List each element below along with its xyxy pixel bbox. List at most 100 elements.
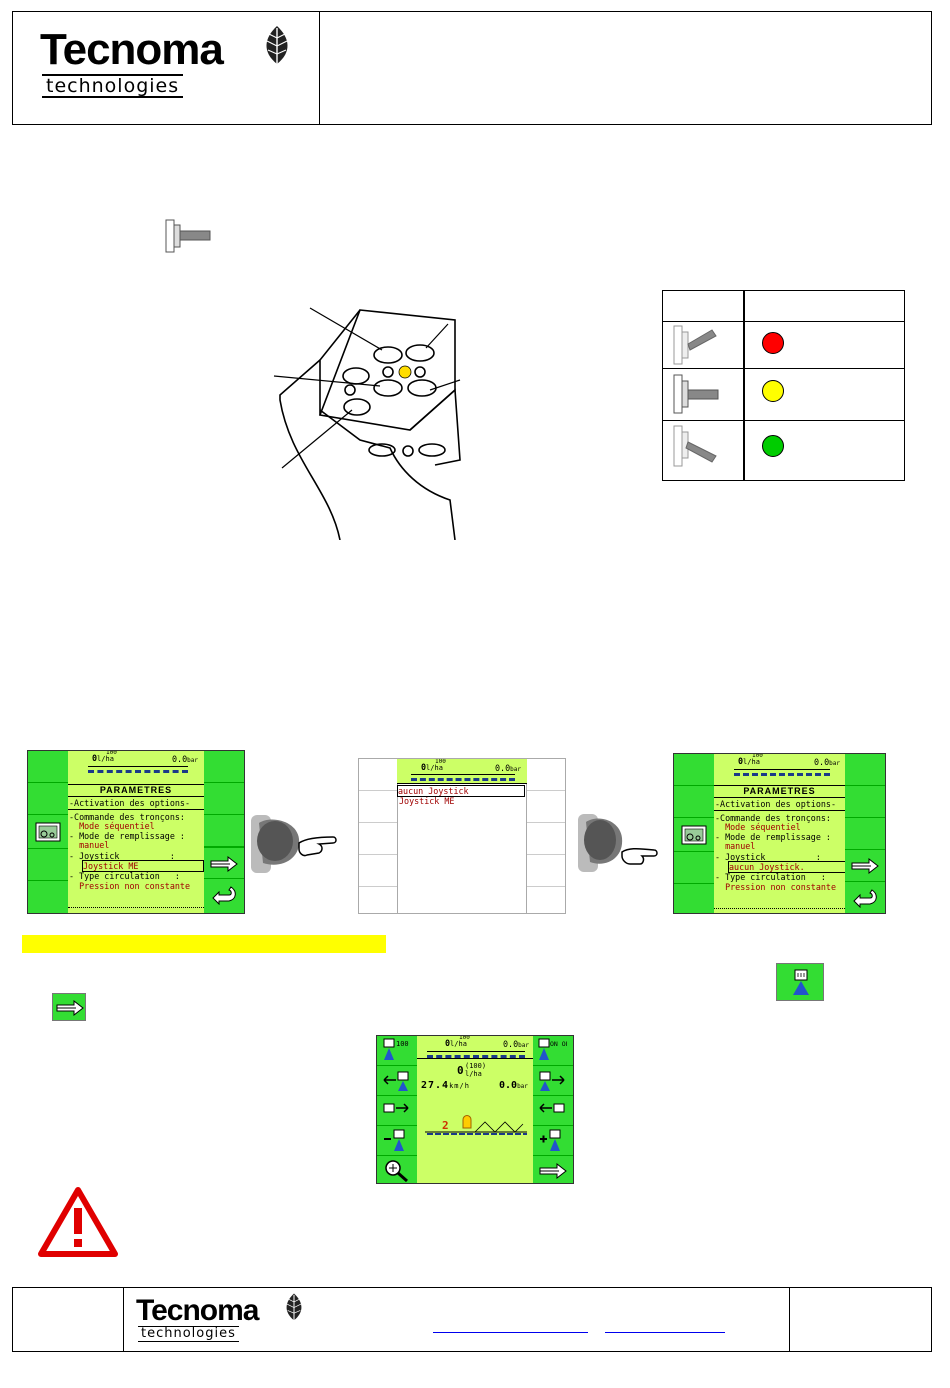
rate-minus-key[interactable] bbox=[377, 1126, 417, 1156]
rate-minus-icon bbox=[384, 1129, 405, 1151]
terminal-screen-options-2: 0l/ha 100 0.0bar PARAMETRES -Activation … bbox=[673, 753, 886, 914]
rate-target: 100 bbox=[435, 758, 446, 765]
tractor-settings-key[interactable] bbox=[28, 815, 68, 849]
nozzle-percent-icon: 100 % bbox=[383, 1038, 412, 1060]
top-rate-value: 0 bbox=[445, 1038, 451, 1048]
rate-unit: l/ha bbox=[743, 758, 760, 766]
legend-row-divider bbox=[662, 368, 905, 369]
joystick-press-hand-icon bbox=[251, 815, 337, 873]
speed-value: 27.4 bbox=[421, 1080, 450, 1091]
terminal-screen-joystick-list: 0l/ha 100 0.0bar aucun Joystick Joystick… bbox=[358, 758, 566, 914]
highlight-bar bbox=[22, 935, 386, 953]
boom-sections-bar bbox=[411, 774, 515, 781]
top-pressure-unit: bar bbox=[518, 1042, 529, 1049]
legend-col-divider bbox=[743, 290, 745, 481]
next-key[interactable] bbox=[204, 847, 244, 879]
option-line: -Commande des tronçons: bbox=[69, 812, 185, 822]
option-value: manuel bbox=[69, 840, 110, 850]
sections-right-close-key[interactable] bbox=[533, 1066, 573, 1096]
option-line: -Activation des options- bbox=[69, 798, 191, 808]
double-arrow-right-icon bbox=[851, 858, 879, 874]
footer-logo-subtitle: technologies bbox=[138, 1326, 239, 1342]
next-key-inline[interactable] bbox=[52, 993, 86, 1021]
nozzle-icon bbox=[793, 969, 809, 995]
joystick-option-none[interactable]: aucun Joystick bbox=[397, 785, 525, 797]
sections-left-open-key[interactable] bbox=[533, 1096, 573, 1126]
pressure-unit: bar bbox=[517, 1083, 528, 1090]
back-key[interactable] bbox=[204, 879, 244, 911]
section-right-arrow-icon bbox=[383, 1103, 409, 1113]
boom-sections-bar bbox=[88, 766, 188, 773]
top-rate-target: 100 bbox=[459, 1035, 470, 1041]
zoom-key[interactable] bbox=[377, 1156, 417, 1183]
screen-title: PARAMETRES bbox=[714, 785, 845, 798]
logo-subtitle: technologies bbox=[42, 74, 184, 98]
pressure-value: 0.0 bbox=[499, 1080, 518, 1091]
lever-neutral-icon bbox=[165, 219, 211, 253]
rate-unit: l/ha bbox=[465, 1070, 482, 1078]
rate-value: 0 bbox=[421, 762, 427, 772]
lever-legend-table bbox=[662, 290, 905, 481]
double-arrow-right-icon bbox=[210, 856, 238, 872]
rate-unit: l/ha bbox=[426, 764, 443, 772]
screen-title: PARAMETRES bbox=[68, 784, 204, 797]
lever-up-icon bbox=[673, 325, 717, 365]
tractor-settings-key[interactable] bbox=[674, 818, 714, 852]
option-value: Mode séquentiel bbox=[715, 822, 801, 832]
legend-row-divider bbox=[662, 420, 905, 421]
sections-right-open-key[interactable] bbox=[377, 1096, 417, 1126]
option-line: - Type circulation : bbox=[715, 872, 826, 882]
pressure-unit: bar bbox=[187, 757, 198, 764]
option-line: - Joystick : bbox=[715, 852, 821, 862]
status-dot-red-icon bbox=[762, 332, 784, 354]
option-line: - Joystick : bbox=[69, 851, 175, 861]
section-right-arrow-icon bbox=[539, 1071, 565, 1091]
logo-wordmark: Tecnoma bbox=[40, 25, 224, 74]
terminal-screen-options-1: 0l/ha 100 0.0bar PARAMETRES -Activation … bbox=[27, 750, 245, 914]
boom-diagram bbox=[425, 1115, 527, 1135]
next-key[interactable] bbox=[845, 850, 885, 882]
on-off-key[interactable]: ON OFF bbox=[533, 1036, 573, 1066]
pressure-value: 0.0 bbox=[814, 757, 830, 767]
section-left-arrow-icon bbox=[383, 1071, 409, 1091]
footer-link-line[interactable] bbox=[605, 1332, 725, 1333]
tractor-settings-icon bbox=[35, 822, 61, 842]
top-rate-unit: l/ha bbox=[450, 1040, 467, 1048]
pressure-value: 0.0 bbox=[495, 763, 511, 773]
option-line: - Type circulation : bbox=[69, 871, 180, 881]
sections-left-close-key[interactable] bbox=[377, 1066, 417, 1096]
footer-logo: Tecnoma technologies bbox=[136, 1292, 311, 1348]
next-key[interactable] bbox=[533, 1156, 573, 1183]
nozzle-on-off-icon: ON OFF bbox=[538, 1038, 567, 1060]
option-value: manuel bbox=[715, 841, 756, 851]
legend-row-divider bbox=[662, 321, 905, 322]
status-dot-yellow-icon bbox=[762, 380, 784, 402]
boom-sections-bar bbox=[734, 769, 830, 776]
on-off-label: ON OFF bbox=[550, 1040, 567, 1048]
rate-target: (100) bbox=[465, 1062, 487, 1070]
footer-frame bbox=[12, 1287, 932, 1352]
zoom-in-icon bbox=[385, 1160, 408, 1183]
double-arrow-right-icon bbox=[56, 1000, 84, 1016]
lever-down-icon bbox=[673, 425, 717, 467]
rate-100-label: 100 % bbox=[396, 1040, 412, 1048]
option-line: - Mode de remplissage : bbox=[69, 831, 185, 841]
back-key[interactable] bbox=[845, 882, 885, 913]
footer-link-line[interactable] bbox=[433, 1332, 588, 1333]
rate-target: 100 bbox=[752, 753, 763, 759]
rate-value: 0 bbox=[457, 1064, 464, 1077]
header-divider bbox=[319, 11, 320, 125]
warning-triangle-icon bbox=[38, 1187, 118, 1257]
double-arrow-right-icon bbox=[539, 1163, 567, 1179]
option-value: Mode séquentiel bbox=[69, 821, 155, 831]
rate-plus-key[interactable] bbox=[533, 1126, 573, 1156]
boom-section-number: 2 bbox=[442, 1119, 449, 1132]
joystick-drawing bbox=[273, 307, 461, 540]
pressure-unit: bar bbox=[829, 760, 840, 767]
nozzle-key[interactable] bbox=[776, 963, 824, 1001]
rate-100-key[interactable]: 100 % bbox=[377, 1036, 417, 1066]
leaf-logo-icon bbox=[266, 26, 288, 70]
joystick-selected-field[interactable]: Joystick ME bbox=[82, 860, 204, 872]
terminal-work-screen: 100 % 0l/ha 100 0.0bar 0 (100) l/ha 27.4… bbox=[376, 1035, 574, 1184]
joystick-option-me[interactable]: Joystick ME bbox=[399, 796, 455, 806]
